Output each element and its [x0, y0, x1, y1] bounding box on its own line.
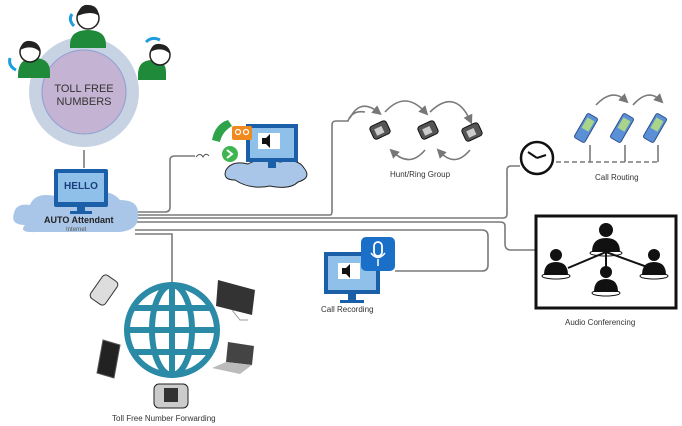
person-icon: [589, 223, 623, 257]
voicemail-icon: [232, 126, 252, 140]
routing-arrow-1: [595, 93, 629, 106]
agent-icon: [138, 36, 171, 80]
desk-phone-icon: [369, 120, 391, 140]
connector-lines: [83, 93, 664, 285]
toll-free-hub: [29, 37, 139, 147]
hello-screen-text: HELLO: [64, 181, 98, 192]
hunt-arrow-1: [349, 105, 382, 119]
person-icon: [639, 249, 669, 280]
hub-line-1: TOLL FREE: [54, 83, 114, 95]
hunt-arrow-2: [384, 100, 429, 116]
desk-phone-icon: [461, 122, 483, 142]
hunt-arrow-back-2: [436, 148, 471, 161]
hello-monitor-icon: [54, 169, 108, 214]
laptop-icon: [212, 342, 254, 374]
mobile-flip-phone-icon: [89, 274, 119, 306]
desktop-monitor-icon: [216, 280, 255, 321]
desk-phone-icon: [417, 120, 439, 140]
routing-arrow-2: [632, 93, 664, 106]
hunt-arrow-3: [429, 101, 473, 125]
hunt-ring-group-label: Hunt/Ring Group: [390, 170, 451, 179]
person-icon: [591, 266, 621, 297]
hub-line-2: NUMBERS: [56, 96, 112, 108]
agent-icon: [68, 4, 106, 48]
line-to-voicemail: [135, 155, 195, 213]
audio-conferencing-label: Audio Conferencing: [565, 318, 636, 327]
auto-attendant-title: AUTO Attendant: [44, 215, 114, 225]
globe-icon: [124, 282, 220, 378]
clock-icon: [519, 140, 555, 176]
hunt-arrow-back-1: [389, 148, 426, 161]
hub-title: TOLL FREE NUMBERS: [52, 83, 116, 109]
person-icon: [541, 249, 571, 280]
line-to-call-routing: [135, 165, 520, 219]
line-to-conferencing: [135, 221, 535, 251]
toll-free-forwarding-label: Toll Free Number Forwarding: [112, 414, 216, 423]
voicemail-cloud: [224, 158, 308, 188]
internet-label: Internet: [66, 227, 87, 233]
line-to-recording: [135, 229, 489, 272]
call-recording-label: Call Recording: [321, 305, 374, 314]
green-phone-icon: [195, 120, 238, 162]
desk-phone-icon: [153, 383, 189, 409]
call-routing-label: Call Routing: [595, 173, 639, 182]
tablet-icon: [96, 339, 121, 379]
microphone-icon: [361, 237, 395, 271]
line-to-globe: [135, 233, 173, 285]
mobile-phone-icon: [643, 113, 667, 143]
mobile-phone-icon: [610, 113, 634, 143]
agent-icon: [8, 40, 50, 78]
mobile-phone-icon: [574, 113, 598, 143]
voicemail-monitor-icon: [246, 124, 298, 168]
